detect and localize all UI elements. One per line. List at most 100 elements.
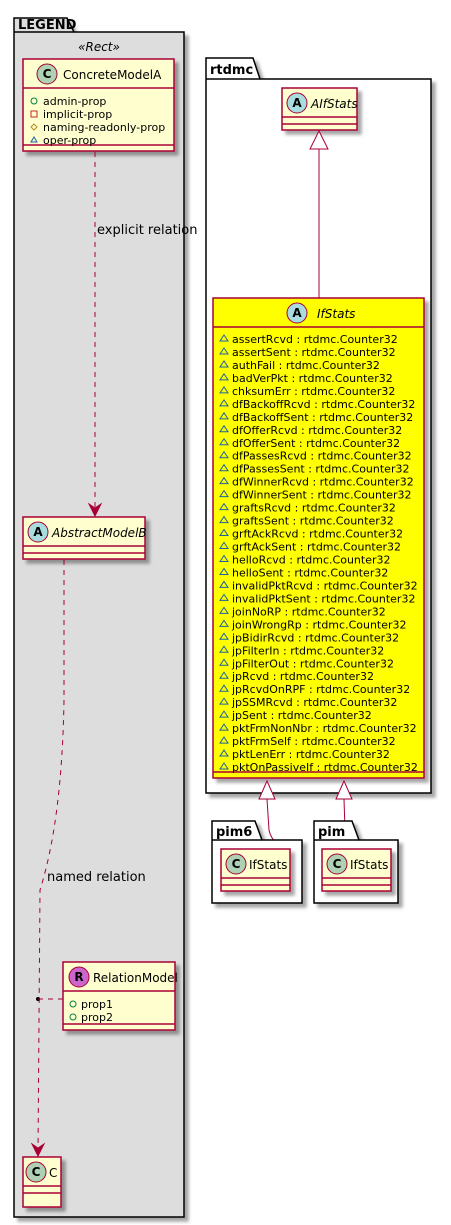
public-visibility-icon xyxy=(30,97,38,105)
aifstats-name: AIfStats xyxy=(310,97,358,111)
abstract-model-name: AbstractModelB xyxy=(51,526,147,540)
ifstats-attribute: grftAckRcvd : rtdmc.Counter32 xyxy=(232,528,403,541)
pim-title: pim xyxy=(318,825,345,840)
ifstats-attribute: invalidPktSent : rtdmc.Counter32 xyxy=(232,592,415,605)
legend-package-frame xyxy=(13,17,185,1218)
package-visibility-icon xyxy=(219,476,229,485)
package-visibility-icon xyxy=(219,645,229,653)
svg-text:A: A xyxy=(292,96,302,110)
c-class-name: C xyxy=(49,1166,57,1180)
concrete-attr: naming-readonly-prop xyxy=(43,121,165,134)
ifstats-attribute: dfBackoffRcvd : rtdmc.Counter32 xyxy=(232,398,415,411)
class-a-icon xyxy=(286,92,308,114)
class-c-icon xyxy=(36,63,58,85)
legend-stereotype: «Rect» xyxy=(78,40,120,54)
package-visibility-icon xyxy=(219,632,229,640)
private-visibility-icon xyxy=(30,110,38,118)
ifstats-attribute: pktLenErr : rtdmc.Counter32 xyxy=(232,748,390,761)
package-visibility-icon xyxy=(219,684,229,692)
pim-ifstats-class[interactable]: C IfStats xyxy=(321,848,392,892)
ifstats-attribute: chksumErr : rtdmc.Counter32 xyxy=(232,385,395,398)
package-visibility-icon xyxy=(219,424,229,433)
legend-package: LEGEND «Rect» C ConcreteModelA admin-pro… xyxy=(13,17,197,1218)
ifstats-attribute: badVerPkt : rtdmc.Counter32 xyxy=(232,372,393,385)
aifstats-class[interactable]: A AIfStats xyxy=(281,87,358,131)
package-visibility-icon xyxy=(219,528,229,537)
ifstats-attribute: dfBackoffSent : rtdmc.Counter32 xyxy=(232,411,413,424)
ifstats-attribute: jpFilterIn : rtdmc.Counter32 xyxy=(231,644,384,657)
pim6-ifstats-class[interactable]: C IfStats xyxy=(220,848,291,892)
c-class[interactable]: C C xyxy=(22,1156,62,1208)
ifstats-attribute: pktFrmSelf : rtdmc.Counter32 xyxy=(232,735,396,748)
ifstats-class[interactable]: A IfStats assertRcvd : rtdmc.Counter32as… xyxy=(212,297,425,779)
explicit-relation-edge: explicit relation xyxy=(87,152,197,518)
ifstats-attribute: dfWinnerRcvd : rtdmc.Counter32 xyxy=(232,476,414,489)
concrete-model-class[interactable]: C ConcreteModelA admin-prop implicit-pro… xyxy=(22,58,175,152)
abstract-model-class[interactable]: A AbstractModelB xyxy=(22,516,147,560)
ifstats-attribute: graftsRcvd : rtdmc.Counter32 xyxy=(232,502,396,515)
ifstats-attribute: assertRcvd : rtdmc.Counter32 xyxy=(232,333,398,346)
ifstats-attribute: jpBidirRcvd : rtdmc.Counter32 xyxy=(231,631,399,644)
package-visibility-icon xyxy=(219,347,229,355)
package-visibility-icon xyxy=(219,334,229,342)
concrete-attr: implicit-prop xyxy=(43,108,112,121)
ifstats-attribute: invalidPktRcvd : rtdmc.Counter32 xyxy=(232,579,418,592)
package-visibility-icon xyxy=(219,606,229,614)
svg-text:C: C xyxy=(333,857,342,871)
pim-ifstats-name: IfStats xyxy=(350,858,388,872)
package-visibility-icon xyxy=(219,723,229,731)
ifstats-attribute: joinWrongRp : rtdmc.Counter32 xyxy=(231,618,407,631)
class-a-icon xyxy=(27,521,49,543)
svg-text:R: R xyxy=(74,970,83,984)
ifstats-attribute: jpSent : rtdmc.Counter32 xyxy=(231,709,372,722)
relation-model-class[interactable]: R RelationModel prop1 prop2 xyxy=(62,961,178,1031)
package-visibility-icon xyxy=(219,671,229,679)
package-visibility-icon xyxy=(219,502,229,511)
svg-text:A: A xyxy=(33,525,43,539)
class-r-icon xyxy=(68,966,90,988)
pim6-ifstats-name: IfStats xyxy=(249,858,287,872)
concrete-attr: oper-prop xyxy=(43,134,96,147)
ifstats-attribute: pktOnPassiveIf : rtdmc.Counter32 xyxy=(232,761,418,774)
package-visibility-icon xyxy=(219,567,229,575)
relation-attr: prop2 xyxy=(81,1011,113,1024)
package-visibility-icon xyxy=(219,450,229,459)
package-visibility-icon xyxy=(219,580,229,588)
svg-text:C: C xyxy=(232,857,241,871)
package-visibility-icon xyxy=(219,398,229,407)
package-visibility-icon xyxy=(219,697,229,705)
ifstats-attribute: pktFrmNonNbr : rtdmc.Counter32 xyxy=(232,722,417,735)
package-visibility-icon xyxy=(219,489,229,498)
class-a-icon xyxy=(286,302,308,324)
ifstats-name: IfStats xyxy=(317,307,355,321)
ifstats-attribute: assertSent : rtdmc.Counter32 xyxy=(232,346,396,359)
package-visibility-icon xyxy=(219,437,229,446)
class-c-icon xyxy=(25,1161,47,1183)
package-visibility-icon xyxy=(219,762,229,770)
explicit-relation-label: explicit relation xyxy=(97,223,197,238)
package-visibility-icon xyxy=(30,136,38,143)
package-visibility-icon xyxy=(219,360,229,368)
package-visibility-icon xyxy=(219,411,229,420)
ifstats-attribute: dfPassesSent : rtdmc.Counter32 xyxy=(232,463,409,476)
ifstats-attribute: dfOfferSent : rtdmc.Counter32 xyxy=(232,437,400,450)
concrete-model-name: ConcreteModelA xyxy=(63,68,162,82)
ifstats-attribute: helloSent : rtdmc.Counter32 xyxy=(232,566,388,579)
svg-text:A: A xyxy=(292,306,302,320)
named-relation-label: named relation xyxy=(47,870,146,885)
svg-text:C: C xyxy=(32,1165,41,1179)
ifstats-attribute: jpSSMRcvd : rtdmc.Counter32 xyxy=(231,696,397,709)
ifstats-attribute: dfOfferRcvd : rtdmc.Counter32 xyxy=(232,424,402,437)
package-visibility-icon xyxy=(219,710,229,718)
package-visibility-icon xyxy=(219,515,229,524)
rtdmc-title: rtdmc xyxy=(210,63,253,78)
pim6-package: pim6 C IfStats xyxy=(211,820,303,904)
ifstats-attribute: dfPassesRcvd : rtdmc.Counter32 xyxy=(232,450,412,463)
protected-visibility-icon xyxy=(30,123,38,131)
package-visibility-icon xyxy=(219,373,229,381)
ifstats-attribute: helloRcvd : rtdmc.Counter32 xyxy=(232,553,391,566)
pim-package: pim C IfStats xyxy=(313,820,399,904)
public-visibility-icon xyxy=(69,1000,77,1008)
inheritance-edge xyxy=(309,129,329,298)
package-visibility-icon xyxy=(219,541,229,550)
